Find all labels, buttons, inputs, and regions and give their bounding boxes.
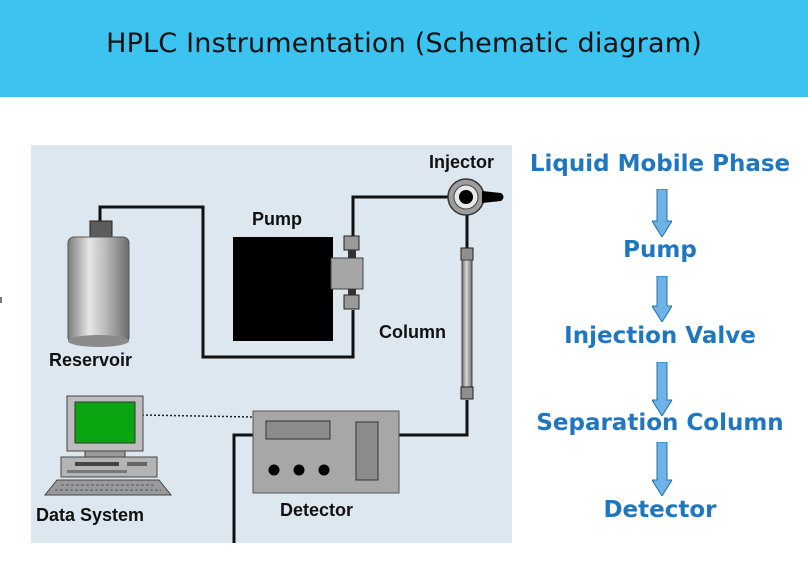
slide-edge-mark — [0, 297, 2, 303]
flow-step-pump: Pump — [623, 237, 697, 263]
down-arrow-icon — [652, 362, 672, 416]
reservoir-icon — [67, 220, 130, 347]
detector-icon — [252, 410, 400, 494]
tubing — [98, 195, 469, 543]
hplc-flow-chart: Liquid Mobile Phase Pump Injection Valve… — [512, 140, 808, 540]
column-icon — [460, 247, 474, 400]
down-arrow-icon — [652, 189, 672, 237]
reservoir-label: Reservoir — [49, 350, 133, 370]
flow-step-separation-column: Separation Column — [536, 410, 784, 436]
pump-label: Pump — [252, 209, 303, 229]
flow-step-injection-valve: Injection Valve — [564, 323, 756, 349]
hplc-schematic: Injector Pump Reservoir Column Detector … — [31, 145, 512, 543]
slide-title: HPLC Instrumentation (Schematic diagram) — [106, 28, 702, 59]
injector-icon — [447, 178, 504, 216]
flow-step-mobile-phase: Liquid Mobile Phase — [529, 151, 791, 177]
schematic-drawing — [43, 178, 504, 543]
title-bar: HPLC Instrumentation (Schematic diagram) — [0, 0, 808, 97]
computer-icon — [43, 395, 173, 496]
down-arrow-icon — [652, 442, 672, 496]
pump-icon — [233, 235, 364, 341]
detector-label: Detector — [280, 500, 354, 520]
data-cable — [141, 414, 254, 418]
column-label: Column — [379, 322, 446, 342]
data-system-label: Data System — [36, 505, 145, 525]
flow-step-detector: Detector — [603, 497, 717, 523]
down-arrow-icon — [652, 276, 672, 322]
injector-label: Injector — [429, 152, 495, 172]
